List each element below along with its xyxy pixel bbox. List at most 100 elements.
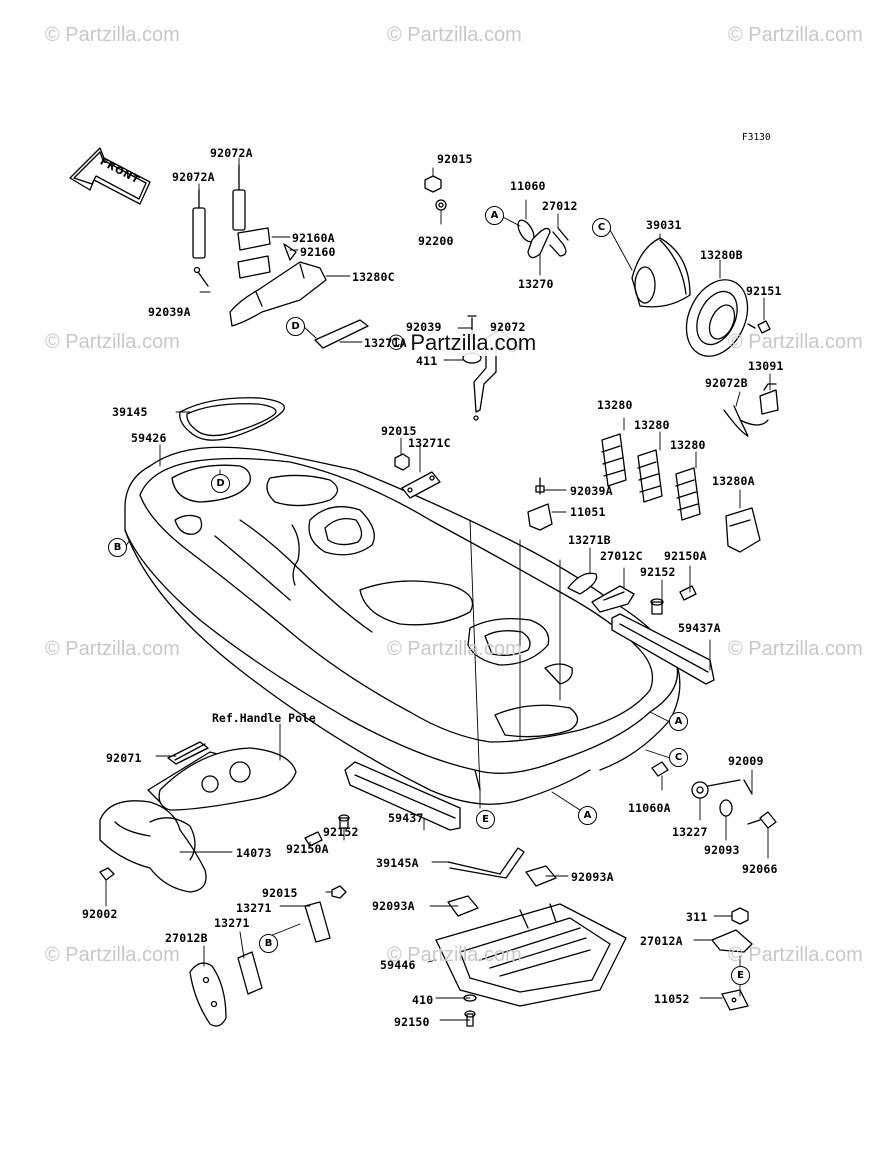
part-label[interactable]: 13271 (236, 901, 272, 915)
clip-13280-3 (675, 467, 701, 521)
part-label[interactable]: 11060A (628, 801, 671, 815)
part-label[interactable]: 92150 (394, 1015, 430, 1029)
clip-13280-1 (601, 433, 627, 487)
part-label[interactable]: 13271 (214, 916, 250, 930)
plate-13271A (314, 319, 369, 349)
part-label[interactable]: 92150A (664, 549, 707, 563)
ref-circle-c: C (669, 748, 688, 767)
bolt-92009 (743, 779, 753, 795)
seal-39145 (179, 397, 286, 441)
vent-39031 (631, 237, 691, 308)
ref-circle-e: E (476, 810, 495, 829)
part-label[interactable]: 13280A (712, 474, 755, 488)
part-label[interactable]: 92002 (82, 907, 118, 921)
part-label[interactable]: 92039 (406, 320, 442, 334)
part-label[interactable]: 410 (412, 993, 434, 1007)
part-label[interactable]: 92066 (742, 862, 778, 876)
part-label[interactable]: 13270 (518, 277, 554, 291)
part-label[interactable]: 13280 (597, 398, 633, 412)
part-label[interactable]: 13280C (352, 270, 395, 284)
part-label[interactable]: 411 (416, 354, 438, 368)
boot-14073 (99, 800, 207, 893)
center-watermark: © Partzilla.com (388, 330, 537, 356)
watermark: © Partzilla.com (45, 331, 180, 353)
ref-circle-e: E (731, 966, 750, 985)
ref-circle-b: B (259, 934, 278, 953)
part-label[interactable]: 92093 (704, 843, 740, 857)
cleat-27012B (189, 962, 227, 1027)
part-label[interactable]: 13280 (670, 438, 706, 452)
part-label[interactable]: 27012A (640, 934, 683, 948)
part-label[interactable]: 13280B (700, 248, 743, 262)
part-label[interactable]: 92072 (490, 320, 526, 334)
part-label[interactable]: 92152 (323, 825, 359, 839)
bolt-92152 (650, 598, 664, 615)
part-label[interactable]: 13271A (364, 336, 407, 350)
watermark: © Partzilla.com (45, 638, 180, 660)
nut-92015-lower (331, 885, 347, 899)
ref-circle-d: D (286, 317, 305, 336)
part-label[interactable]: 92152 (640, 565, 676, 579)
nut-92015-mid (394, 453, 410, 471)
bolt-92150A (679, 585, 697, 601)
part-label[interactable]: 92015 (381, 424, 417, 438)
part-label[interactable]: 11051 (570, 505, 606, 519)
part-label[interactable]: 92160 (300, 245, 336, 259)
part-label[interactable]: 27012B (165, 931, 208, 945)
part-label[interactable]: 92071 (106, 751, 142, 765)
handle-pole-ref (158, 747, 297, 811)
part-label[interactable]: 13227 (672, 825, 708, 839)
part-label[interactable]: 59437 (388, 811, 424, 825)
part-label[interactable]: 92039A (148, 305, 191, 319)
pin-92039A-mid (535, 477, 545, 495)
part-label[interactable]: 92015 (437, 152, 473, 166)
part-label[interactable]: 92015 (262, 886, 298, 900)
part-label[interactable]: 13280 (634, 418, 670, 432)
plate-13271C (401, 471, 441, 499)
nut-92015 (424, 175, 442, 193)
plate-13270 (527, 227, 551, 259)
part-label[interactable]: 39145 (112, 405, 148, 419)
plate-13271B (567, 572, 598, 595)
part-label[interactable]: 59446 (380, 958, 416, 972)
pad-92093A-2 (447, 895, 479, 917)
rail-59437A (611, 613, 715, 685)
clip-13280-2 (637, 449, 663, 503)
screw-92151 (747, 320, 771, 334)
part-label[interactable]: 92039A (570, 484, 613, 498)
part-label[interactable]: 92093A (372, 899, 415, 913)
part-label[interactable]: 92072A (172, 170, 215, 184)
part-label[interactable]: 92200 (418, 234, 454, 248)
watermark: © Partzilla.com (45, 944, 180, 966)
part-label[interactable]: 311 (686, 910, 708, 924)
part-label[interactable]: 11052 (654, 992, 690, 1006)
part-label[interactable]: 92150A (286, 842, 329, 856)
part-label[interactable]: 92072B (705, 376, 748, 390)
part-label[interactable]: 59437A (678, 621, 721, 635)
part-label[interactable]: 13091 (748, 359, 784, 373)
part-label[interactable]: 27012C (600, 549, 643, 563)
part-label[interactable]: 39145A (376, 856, 419, 870)
part-label[interactable]: 92093A (571, 870, 614, 884)
part-label[interactable]: 13271B (568, 533, 611, 547)
pad-92093A-1 (525, 865, 557, 887)
bolt-92150A-lower (304, 831, 323, 847)
part-label[interactable]: 92151 (746, 284, 782, 298)
part-label[interactable]: 27012 (542, 199, 578, 213)
part-label[interactable]: 59426 (131, 431, 167, 445)
watermark: © Partzilla.com (387, 638, 522, 660)
bolt-92150 (464, 1010, 476, 1027)
nut-311 (731, 907, 749, 925)
seat-strap-left (192, 189, 206, 259)
part-label[interactable]: 14073 (236, 846, 272, 860)
part-label[interactable]: 11060 (510, 179, 546, 193)
part-label[interactable]: 13271C (408, 436, 451, 450)
part-label[interactable]: 92160A (292, 231, 335, 245)
part-label[interactable]: 92009 (728, 754, 764, 768)
watermark: © Partzilla.com (45, 24, 180, 46)
leader-lines (105, 157, 771, 1021)
part-label[interactable]: 92072A (210, 146, 253, 160)
front-arrow-icon (69, 147, 151, 205)
part-label[interactable]: 39031 (646, 218, 682, 232)
